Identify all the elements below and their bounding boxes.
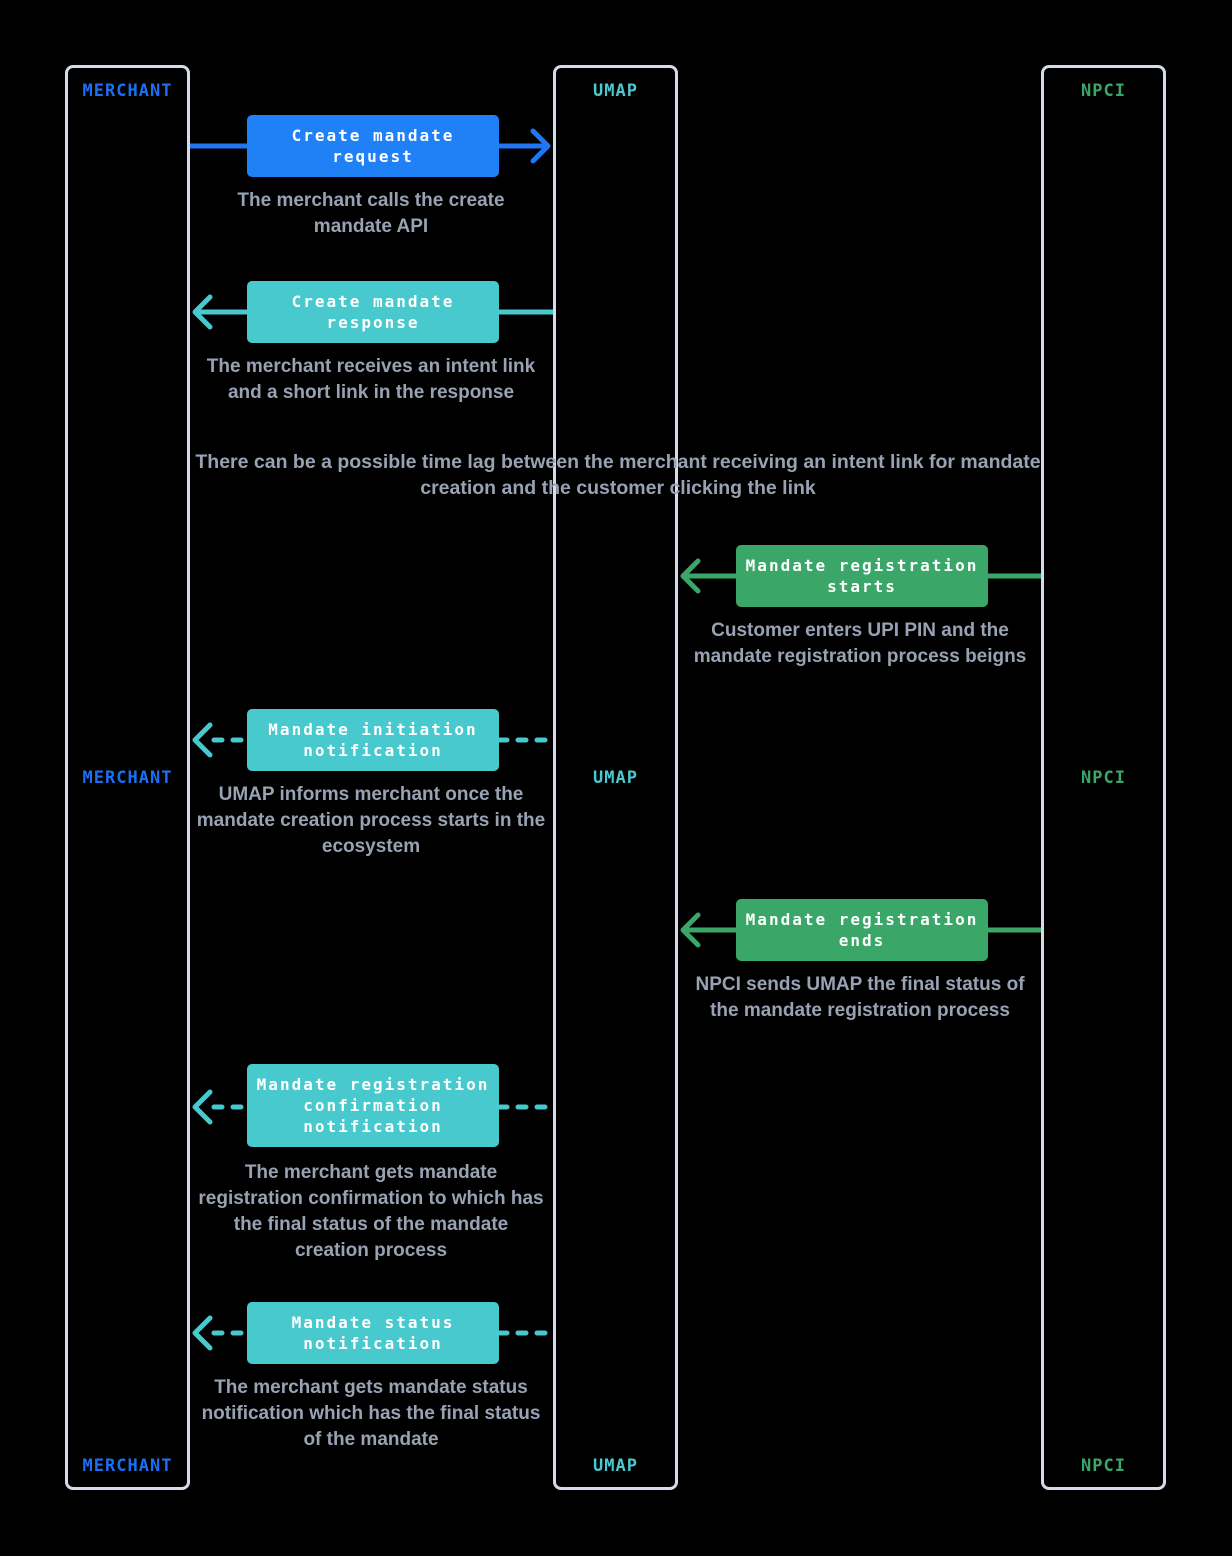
caption-mandate-status-notification: The merchant gets mandate status notific… — [201, 1377, 541, 1450]
lifeline-label-merchant-mid: MERCHANT — [82, 768, 173, 788]
caption-create-mandate-response: The merchant receives an intent link and… — [206, 356, 536, 403]
lifeline-label-npci-mid: NPCI — [1081, 768, 1126, 788]
arrowhead-left-icon — [192, 294, 213, 330]
lifeline-label-umap-bottom: UMAP — [593, 1456, 638, 1476]
lifeline-umap: UMAP UMAP UMAP — [553, 65, 678, 1490]
arrowhead-left-icon — [192, 1315, 213, 1351]
lifeline-merchant: MERCHANT MERCHANT MERCHANT — [65, 65, 190, 1490]
message-box-mandate-initiation-notification: Mandate initiation notification — [247, 709, 499, 771]
message-box-create-mandate-request: Create mandate request — [247, 115, 499, 177]
caption-mandate-registration-confirmation-notification: The merchant gets mandate registration c… — [198, 1162, 544, 1261]
message-box-mandate-status-notification: Mandate status notification — [247, 1302, 499, 1364]
arrowhead-left-icon — [680, 912, 701, 948]
caption-mandate-registration-starts: Customer enters UPI PIN and the mandate … — [693, 620, 1027, 667]
message-box-mandate-registration-confirmation-notification: Mandate registration confirmation notifi… — [247, 1064, 499, 1147]
arrowhead-right-icon — [530, 128, 551, 164]
lifeline-label-umap-top: UMAP — [593, 81, 638, 101]
lifeline-label-umap-mid: UMAP — [593, 768, 638, 788]
time-lag-note: There can be a possible time lag between… — [195, 451, 1041, 499]
message-box-mandate-registration-ends: Mandate registration ends — [736, 899, 988, 961]
lifeline-npci: NPCI NPCI NPCI — [1041, 65, 1166, 1490]
arrowhead-left-icon — [192, 1089, 213, 1125]
caption-mandate-registration-ends: NPCI sends UMAP the final status of the … — [695, 974, 1025, 1021]
message-box-mandate-registration-starts: Mandate registration starts — [736, 545, 988, 607]
caption-create-mandate-request: The merchant calls the create mandate AP… — [237, 190, 505, 237]
arrowhead-left-icon — [680, 558, 701, 594]
message-box-create-mandate-response: Create mandate response — [247, 281, 499, 343]
lifeline-label-npci-bottom: NPCI — [1081, 1456, 1126, 1476]
lifeline-label-merchant-bottom: MERCHANT — [82, 1456, 173, 1476]
arrowhead-left-icon — [192, 722, 213, 758]
lifeline-label-npci-top: NPCI — [1081, 81, 1126, 101]
caption-mandate-initiation-notification: UMAP informs merchant once the mandate c… — [196, 784, 546, 857]
lifeline-label-merchant-top: MERCHANT — [82, 81, 173, 101]
